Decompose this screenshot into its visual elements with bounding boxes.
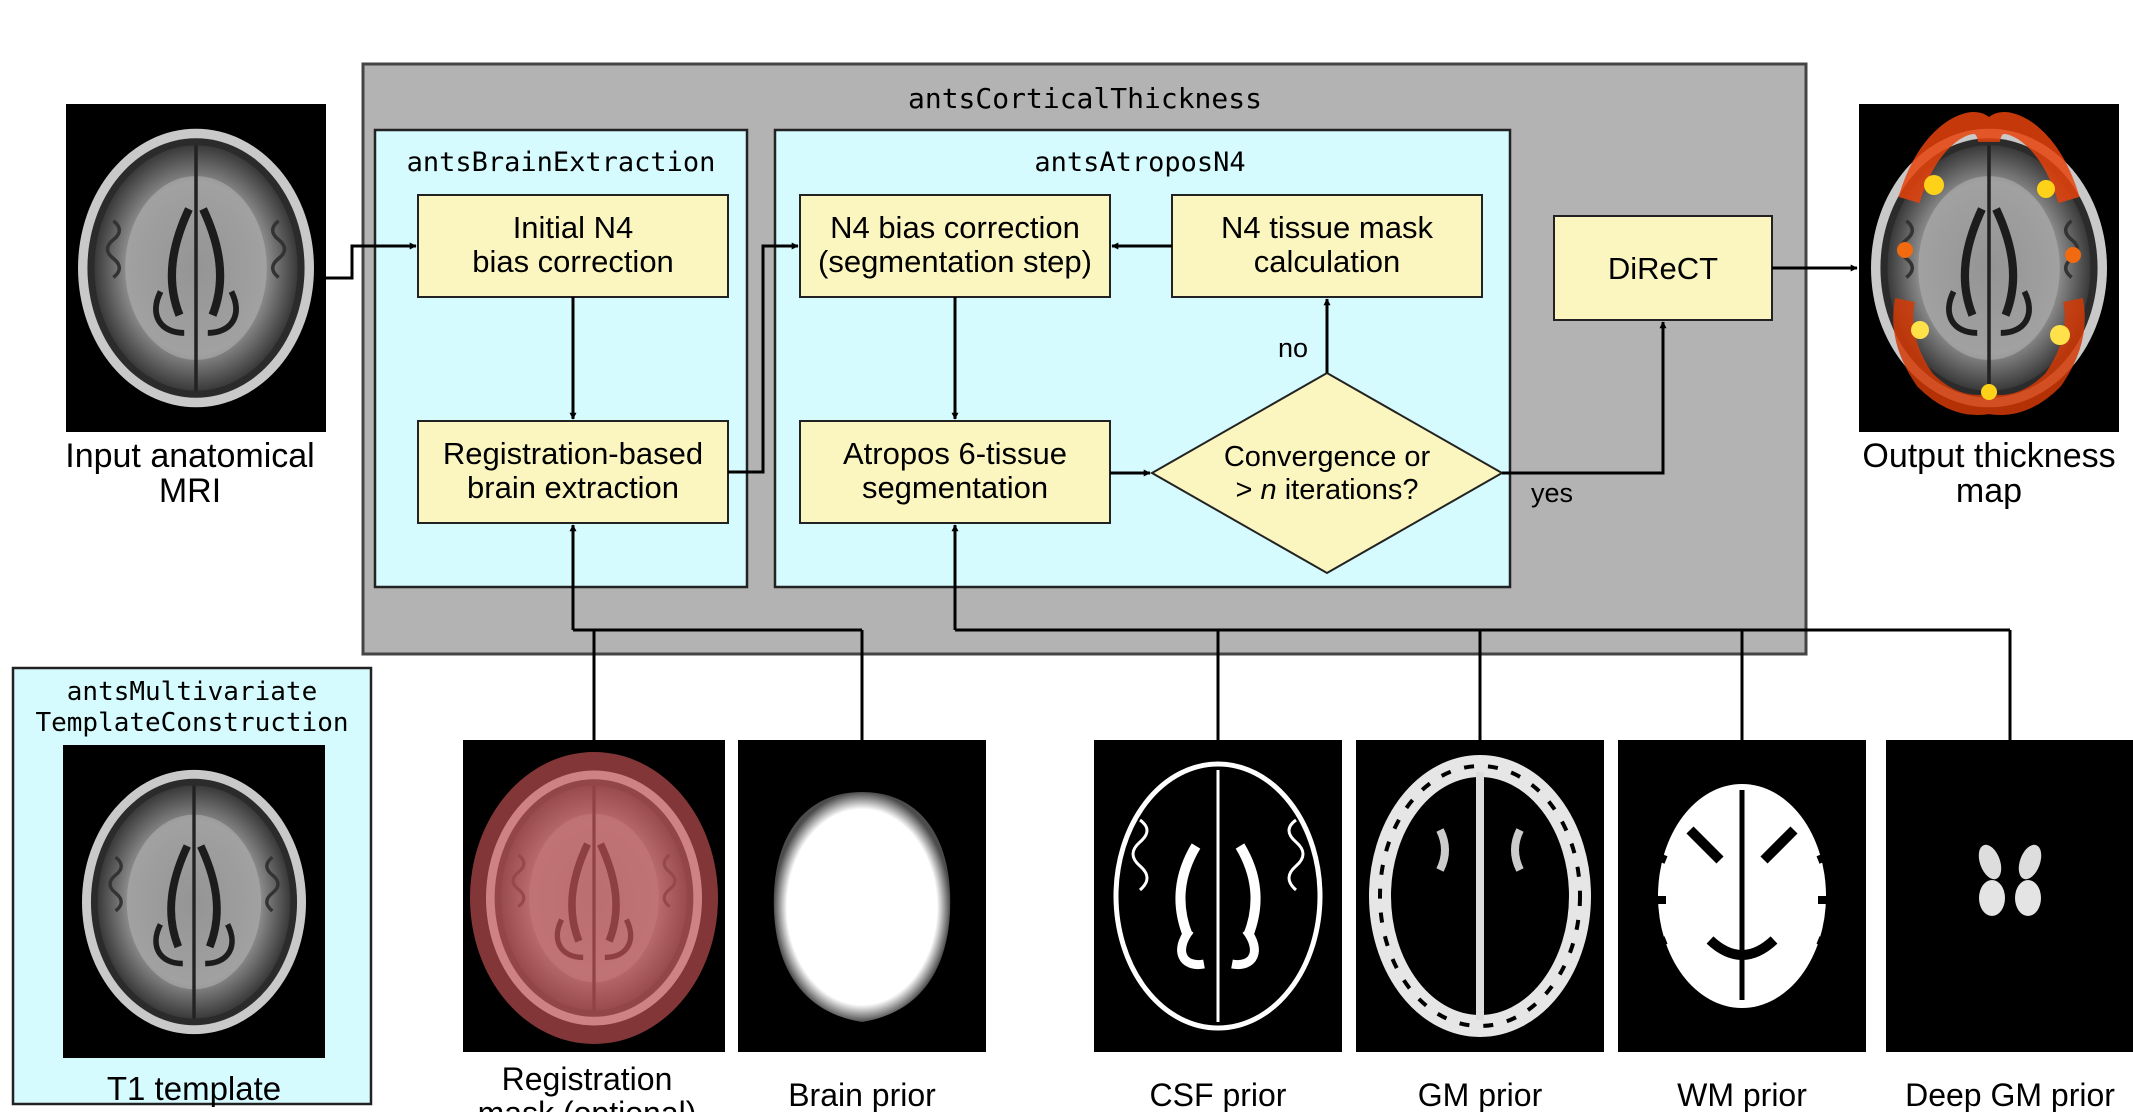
- registration-extraction-line2: brain extraction: [467, 470, 679, 505]
- segmentation-line1: Atropos 6-tissue: [843, 436, 1067, 471]
- n4-bias-line2: (segmentation step): [818, 244, 1092, 279]
- input-label-line2: MRI: [159, 472, 221, 510]
- csf-prior-label: CSF prior: [1150, 1077, 1287, 1112]
- output-label-line2: map: [1956, 472, 2022, 510]
- registration-extraction-line1: Registration-based: [443, 436, 703, 471]
- yes-label: yes: [1531, 478, 1573, 508]
- t1-template-caption: T1 template: [107, 1070, 281, 1107]
- cortical-thickness-title: antsCorticalThickness: [908, 82, 1262, 115]
- template-title-line1: antsMultivariate: [67, 677, 317, 707]
- registration-mask-prior: [463, 740, 725, 1052]
- n4-bias-step: [799, 194, 1111, 298]
- atropos-segmentation-step: [799, 420, 1111, 524]
- input-brain-scan: [78, 129, 314, 407]
- tissue-mask-step: [1171, 194, 1483, 298]
- convergence-decision: [1149, 371, 1505, 575]
- tissue-mask-line1: N4 tissue mask: [1221, 210, 1433, 245]
- gm-prior-image: [1356, 740, 1604, 1052]
- convergence-line2: > n iterations?: [1236, 474, 1419, 506]
- template-title-line2: TemplateConstruction: [35, 708, 348, 738]
- t1-template-scan: [82, 770, 306, 1034]
- brain-prior-image: [738, 740, 986, 1052]
- segmentation-line2: segmentation: [862, 470, 1048, 505]
- direct-label: DiReCT: [1608, 251, 1718, 286]
- deep-gm-prior-label: Deep GM prior: [1905, 1077, 2115, 1112]
- initial-n4-line2: bias correction: [472, 244, 674, 279]
- n4-bias-line1: N4 bias correction: [830, 210, 1080, 245]
- registration-mask-label-line1: Registration: [502, 1061, 673, 1097]
- convergence-line1: Convergence or: [1224, 441, 1431, 473]
- atropos-title: antsAtroposN4: [1034, 147, 1245, 178]
- registration-extraction-step: [417, 420, 729, 524]
- gm-prior-label: GM prior: [1418, 1077, 1543, 1112]
- initial-n4-step: [417, 194, 729, 298]
- brain-prior-label: Brain prior: [788, 1077, 936, 1112]
- initial-n4-line1: Initial N4: [513, 210, 634, 245]
- thickness-overlay: [1893, 112, 2085, 415]
- wm-prior-label: WM prior: [1677, 1077, 1807, 1112]
- input-label-line1: Input anatomical: [65, 437, 315, 475]
- tissue-mask-line2: calculation: [1254, 244, 1400, 279]
- wm-prior-image: [1618, 740, 1866, 1052]
- registration-mask-label-line2: mask (optional): [478, 1095, 697, 1112]
- deep-gm-prior-image: [1886, 740, 2133, 1052]
- no-label: no: [1278, 333, 1308, 363]
- brain-extraction-title: antsBrainExtraction: [407, 147, 716, 178]
- csf-prior-image: [1094, 740, 1342, 1052]
- flow-arrows: [326, 242, 2012, 740]
- output-label-line1: Output thickness: [1862, 437, 2115, 475]
